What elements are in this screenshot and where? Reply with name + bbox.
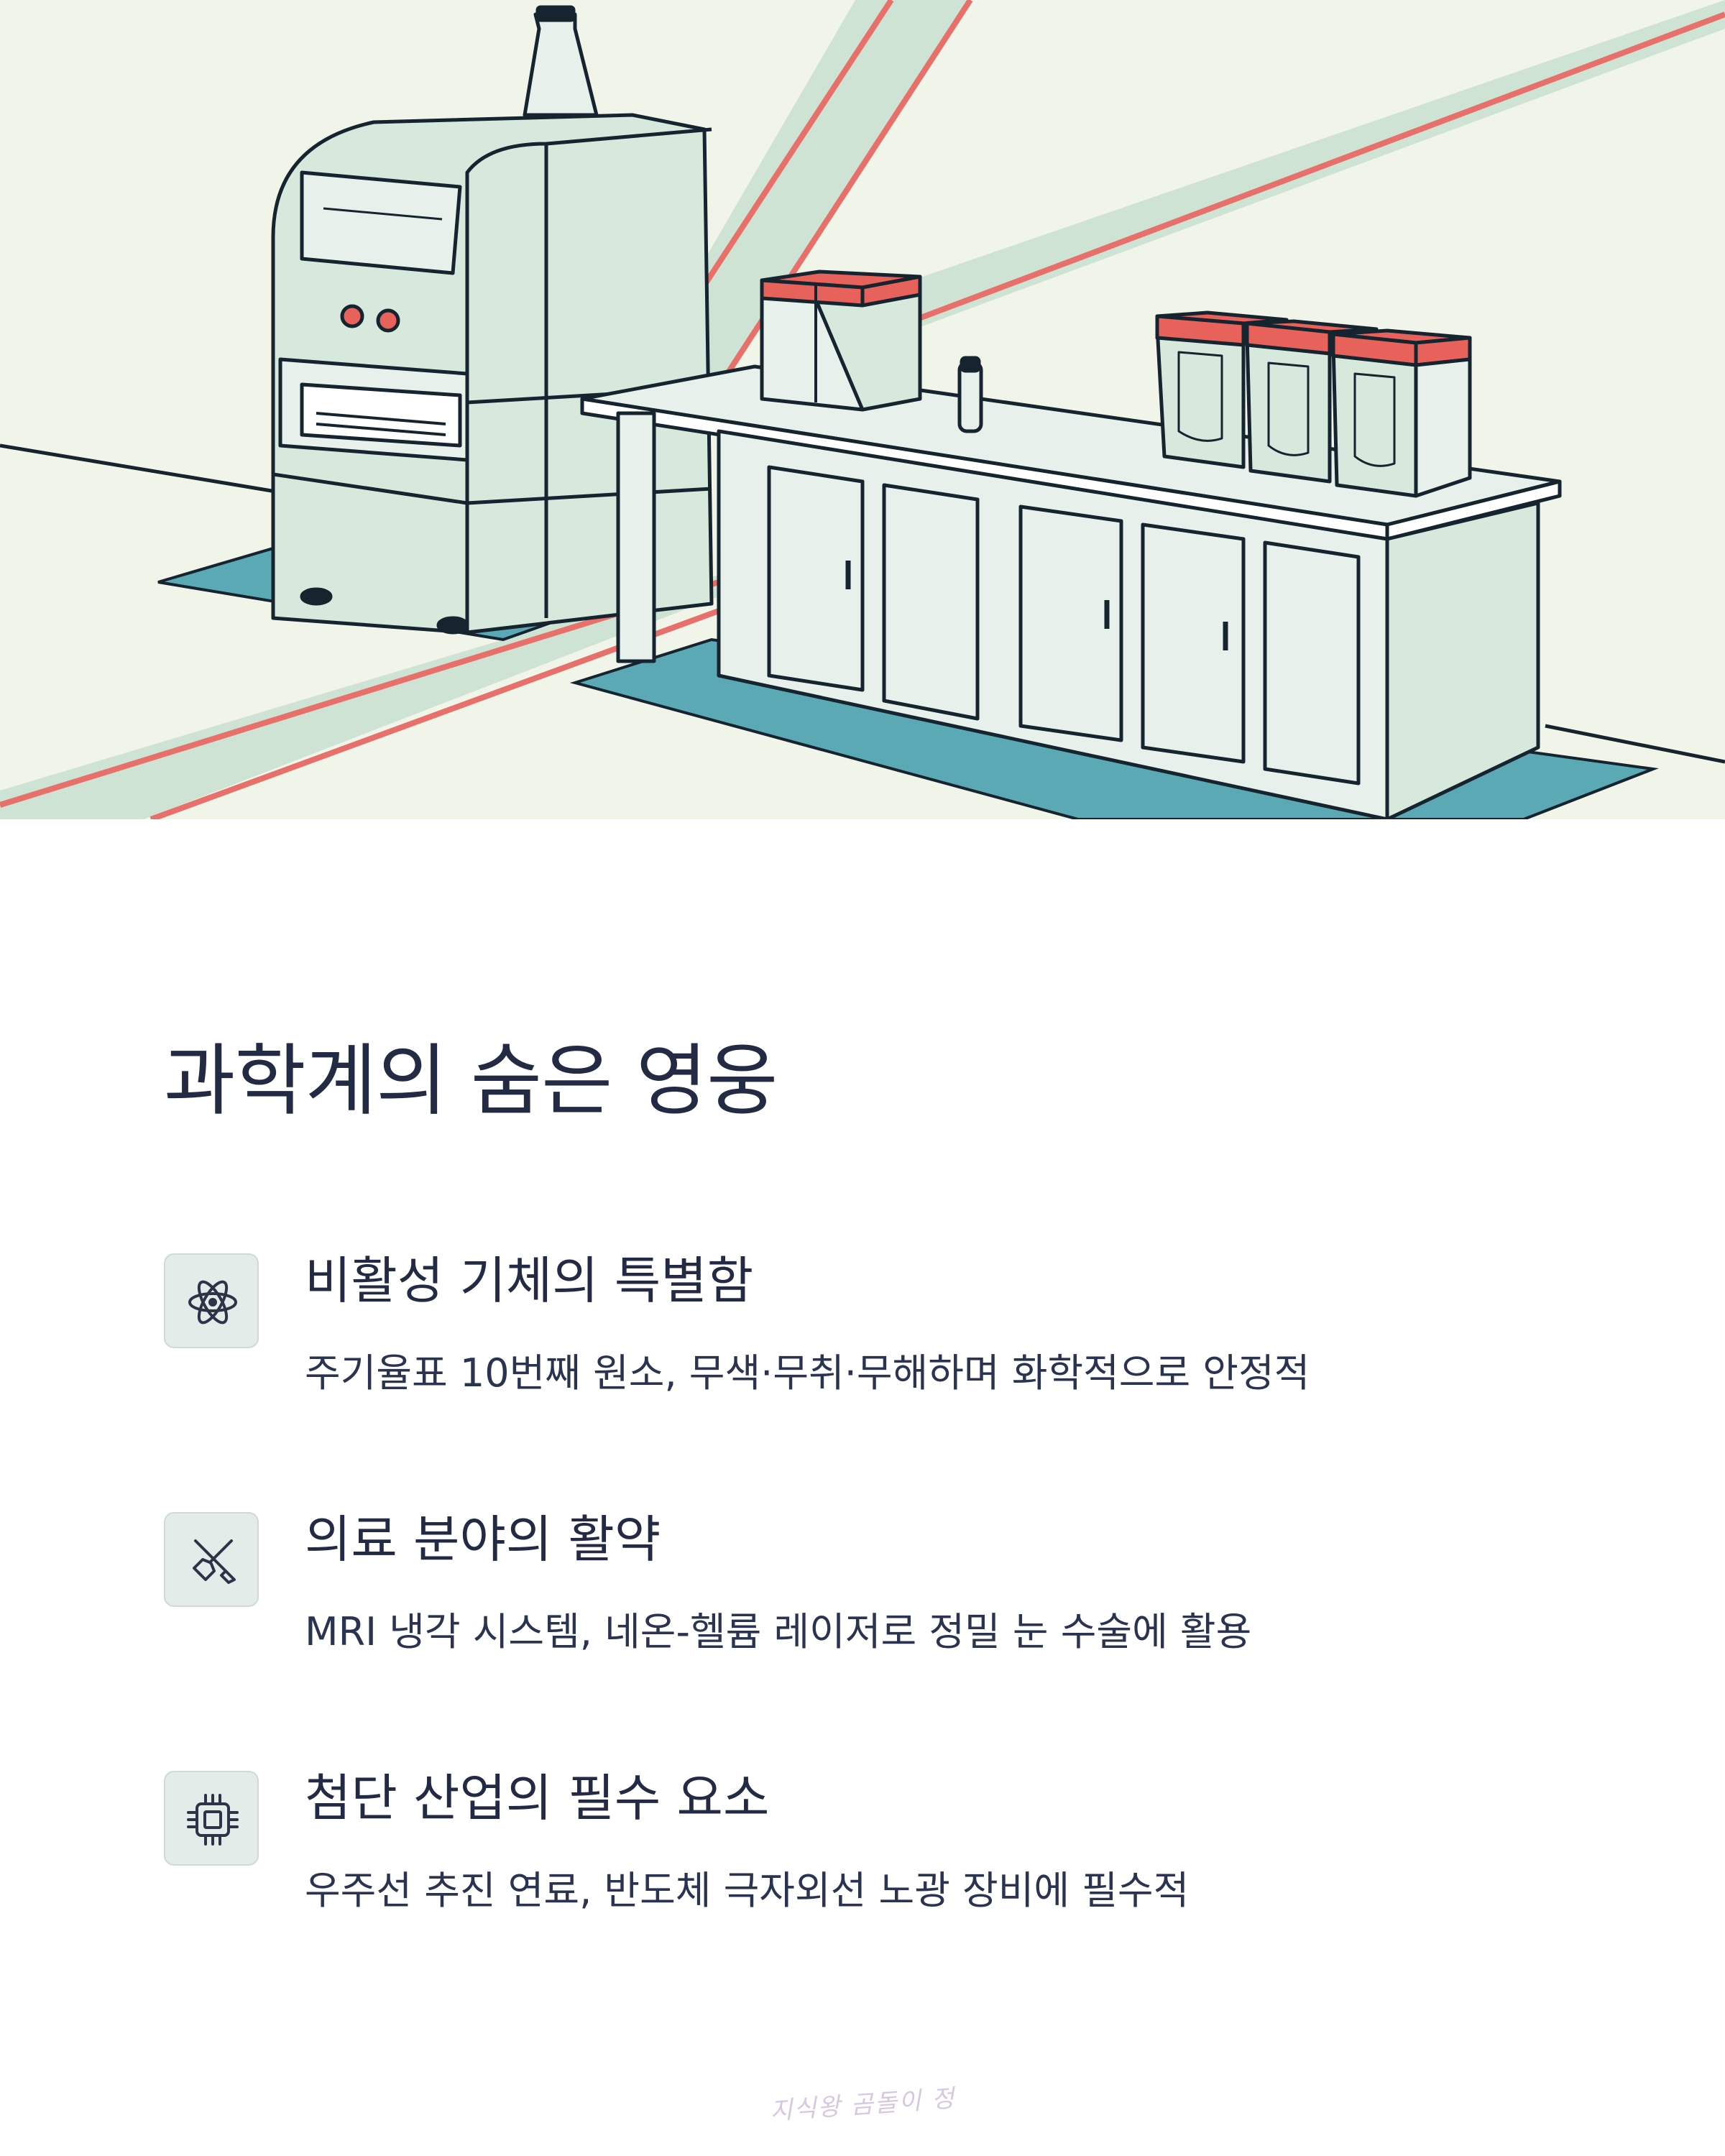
feature-title: 비활성 기체의 특별함 bbox=[305, 1251, 754, 1310]
feature-description: 우주선 추진 연료, 반도체 극자외선 노광 장비에 필수적 bbox=[305, 1868, 1190, 1913]
feature-title: 의료 분야의 활약 bbox=[305, 1510, 661, 1569]
laboratory-scene bbox=[0, 0, 1725, 819]
feature-icon-box bbox=[164, 1512, 259, 1607]
feature-icon-box bbox=[164, 1253, 259, 1348]
sample-boxes bbox=[760, 270, 1472, 498]
feature-description: 주기율표 10번째 원소, 무색·무취·무해하며 화학적으로 안정적 bbox=[305, 1350, 1310, 1396]
chip-icon bbox=[187, 1794, 239, 1846]
analyzer-machine bbox=[271, 5, 714, 635]
feature-description: MRI 냉각 시스템, 네온-헬륨 레이저로 정밀 눈 수술에 활용 bbox=[305, 1609, 1252, 1654]
atom-icon bbox=[188, 1280, 237, 1325]
watermark: 지식왕 곰돌이 정 bbox=[768, 2083, 957, 2126]
surgical-tools-icon bbox=[193, 1539, 236, 1584]
floor-line bbox=[0, 443, 303, 498]
hero-illustration bbox=[0, 0, 1725, 819]
floor-line-right bbox=[1545, 724, 1725, 764]
content-section: 과학계의 숨은 영웅 비활성 기체의 특별함 주기율표 10번째 원소, 무색·… bbox=[0, 819, 1725, 2156]
feature-item-inert-gas: 비활성 기체의 특별함 주기율표 10번째 원소, 무색·무취·무해하며 화학적… bbox=[164, 1250, 1601, 1423]
laser-line bbox=[0, 579, 720, 808]
feature-icon-box bbox=[164, 1771, 259, 1866]
laser-line bbox=[687, 0, 973, 433]
feature-title: 첨단 산업의 필수 요소 bbox=[305, 1769, 770, 1828]
page-title: 과학계의 숨은 영웅 bbox=[164, 1036, 778, 1126]
feature-item-medical: 의료 분야의 활약 MRI 냉각 시스템, 네온-헬륨 레이저로 정밀 눈 수술… bbox=[164, 1509, 1601, 1682]
feature-item-industry: 첨단 산업의 필수 요소 우주선 추진 연료, 반도체 극자외선 노광 장비에 … bbox=[164, 1768, 1601, 1940]
laser-line bbox=[904, 11, 1725, 326]
